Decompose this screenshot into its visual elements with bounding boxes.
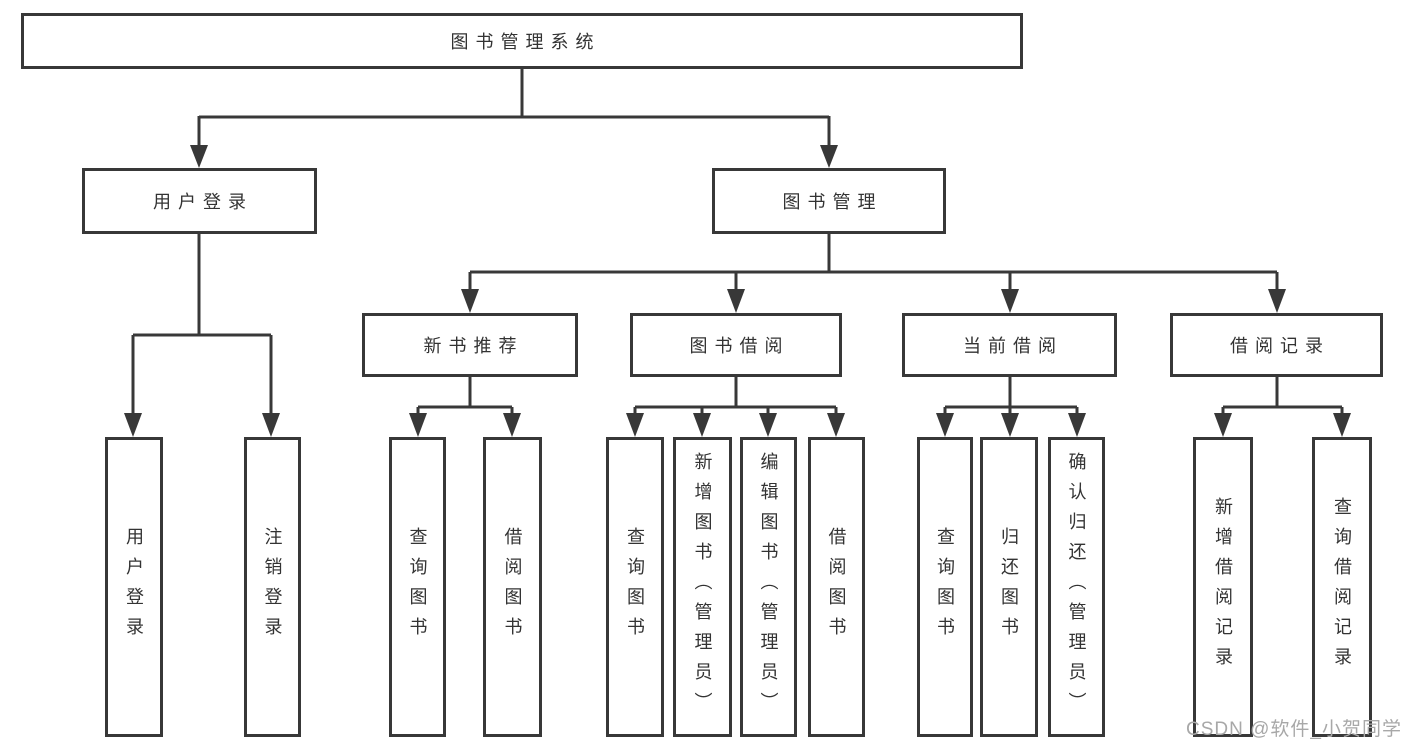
connector-borrow-records-to-leaves xyxy=(1214,377,1351,437)
leaf-borrowing-query-books: 查询图书 xyxy=(606,437,664,737)
leaf-current-query-books-label: 查询图书 xyxy=(935,527,955,647)
leaf-newbook-query-books-label: 查询图书 xyxy=(407,527,428,647)
leaf-borrowing-edit-books-admin-label: 编辑图书（管理员） xyxy=(758,452,779,722)
node-book-management: 图书管理 xyxy=(712,168,946,234)
leaf-borrowing-borrow-books-label: 借阅图书 xyxy=(826,527,847,647)
leaf-current-return-books: 归还图书 xyxy=(980,437,1038,737)
leaf-records-query-record-label: 查询借阅记录 xyxy=(1332,497,1352,677)
connector-new-book-to-leaves xyxy=(409,377,521,437)
node-borrowing-records: 借阅记录 xyxy=(1170,313,1383,377)
leaf-logout-login-label: 注销登录 xyxy=(262,527,283,647)
node-borrowing-records-label: 借阅记录 xyxy=(1230,336,1330,356)
leaf-borrowing-query-books-label: 查询图书 xyxy=(625,527,645,647)
node-user-login: 用户登录 xyxy=(82,168,317,234)
leaf-records-add-record-label: 新增借阅记录 xyxy=(1213,497,1233,677)
leaf-borrowing-borrow-books: 借阅图书 xyxy=(808,437,865,737)
leaf-borrowing-add-books-admin-label: 新增图书（管理员） xyxy=(692,452,713,722)
node-root: 图书管理系统 xyxy=(21,13,1023,69)
connector-book-mgmt-to-level3 xyxy=(461,234,1286,313)
leaf-borrowing-edit-books-admin: 编辑图书（管理员） xyxy=(740,437,797,737)
connector-book-borrow-to-leaves xyxy=(626,377,845,437)
leaf-newbook-borrow-books-label: 借阅图书 xyxy=(502,527,523,647)
node-root-label: 图书管理系统 xyxy=(450,32,601,52)
connector-root-to-level2 xyxy=(190,69,838,168)
leaf-newbook-query-books: 查询图书 xyxy=(389,437,446,737)
leaf-current-query-books: 查询图书 xyxy=(917,437,973,737)
leaf-user-login: 用户登录 xyxy=(105,437,163,737)
csdn-watermark: CSDN @软件_小贺同学 xyxy=(1186,719,1402,740)
leaf-records-query-record: 查询借阅记录 xyxy=(1312,437,1372,737)
leaf-logout-login: 注销登录 xyxy=(244,437,301,737)
leaf-user-login-label: 用户登录 xyxy=(124,527,144,647)
node-book-management-label: 图书管理 xyxy=(782,192,883,212)
node-new-book-recommend: 新书推荐 xyxy=(362,313,578,377)
node-current-borrowing-label: 当前借阅 xyxy=(963,336,1063,356)
leaf-newbook-borrow-books: 借阅图书 xyxy=(483,437,542,737)
node-new-book-recommend-label: 新书推荐 xyxy=(423,336,524,356)
leaf-current-confirm-return-admin: 确认归还（管理员） xyxy=(1048,437,1105,737)
leaf-borrowing-add-books-admin: 新增图书（管理员） xyxy=(673,437,732,737)
node-current-borrowing: 当前借阅 xyxy=(902,313,1117,377)
node-book-borrowing-label: 图书借阅 xyxy=(689,336,790,356)
leaf-current-confirm-return-admin-label: 确认归还（管理员） xyxy=(1066,452,1087,722)
leaf-current-return-books-label: 归还图书 xyxy=(999,527,1019,647)
leaf-records-add-record: 新增借阅记录 xyxy=(1193,437,1253,737)
node-book-borrowing: 图书借阅 xyxy=(630,313,842,377)
connector-user-login-to-leaves xyxy=(124,234,280,437)
connector-current-borrow-to-leaves xyxy=(936,377,1086,437)
node-user-login-label: 用户登录 xyxy=(153,192,253,212)
